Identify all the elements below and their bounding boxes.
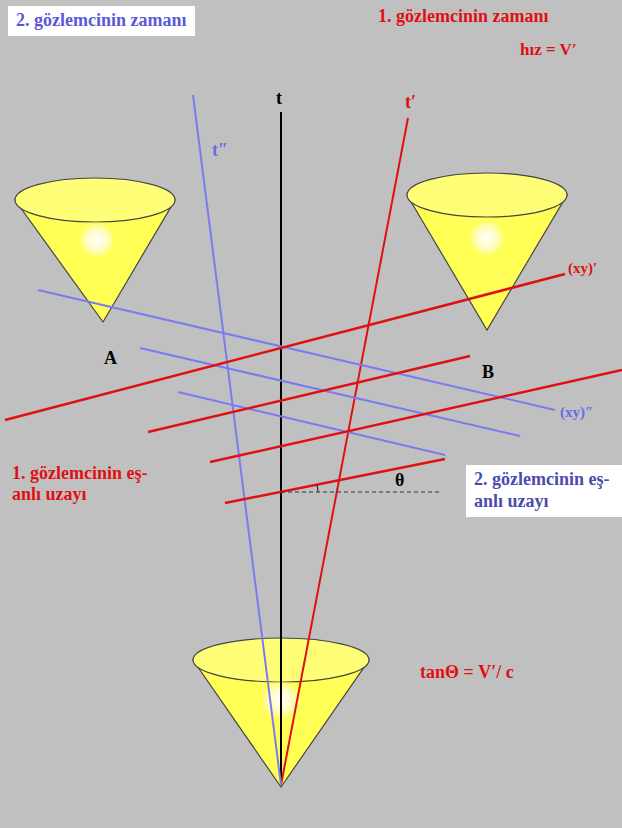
time-axis bbox=[281, 118, 408, 785]
simultaneity-line bbox=[225, 459, 445, 503]
formula-label: tanΘ = V′/ c bbox=[420, 662, 514, 683]
plane-label: (xy)″ bbox=[560, 404, 593, 421]
simultaneity-line bbox=[140, 348, 520, 436]
axis-label: t″ bbox=[212, 140, 228, 161]
caption-text: 2. gözlemcinin zamanı bbox=[16, 10, 187, 32]
reference-line bbox=[281, 492, 440, 493]
light-cone bbox=[407, 173, 567, 330]
speed-label: hız = V′ bbox=[520, 40, 577, 60]
simultaneity-line bbox=[210, 370, 622, 462]
simultaneity-line bbox=[148, 356, 470, 432]
axis-label: t bbox=[276, 88, 282, 109]
angle-arc bbox=[317, 485, 318, 492]
caption-text: 2. gözlemcinin eş-anlı uzayı bbox=[474, 469, 614, 512]
caption-box: 2. gözlemcinin zamanı bbox=[8, 6, 195, 36]
event-label: A bbox=[104, 348, 117, 369]
time-axis bbox=[280, 112, 282, 785]
simultaneity-line bbox=[5, 274, 565, 420]
event-label: B bbox=[482, 362, 494, 383]
simultaneity-line bbox=[178, 392, 445, 455]
time-axis bbox=[193, 95, 281, 785]
light-cone bbox=[15, 178, 175, 322]
axis-title: 1. gözlemcinin zamanı bbox=[378, 6, 548, 27]
axis-label: t′ bbox=[405, 92, 416, 113]
angle-label: θ bbox=[395, 470, 404, 491]
caption-box: 2. gözlemcinin eş-anlı uzayı bbox=[466, 465, 622, 517]
plane-label: (xy)′ bbox=[568, 260, 597, 277]
caption-label: 1. gözlemcinin eş-anlı uzayı bbox=[12, 463, 152, 504]
